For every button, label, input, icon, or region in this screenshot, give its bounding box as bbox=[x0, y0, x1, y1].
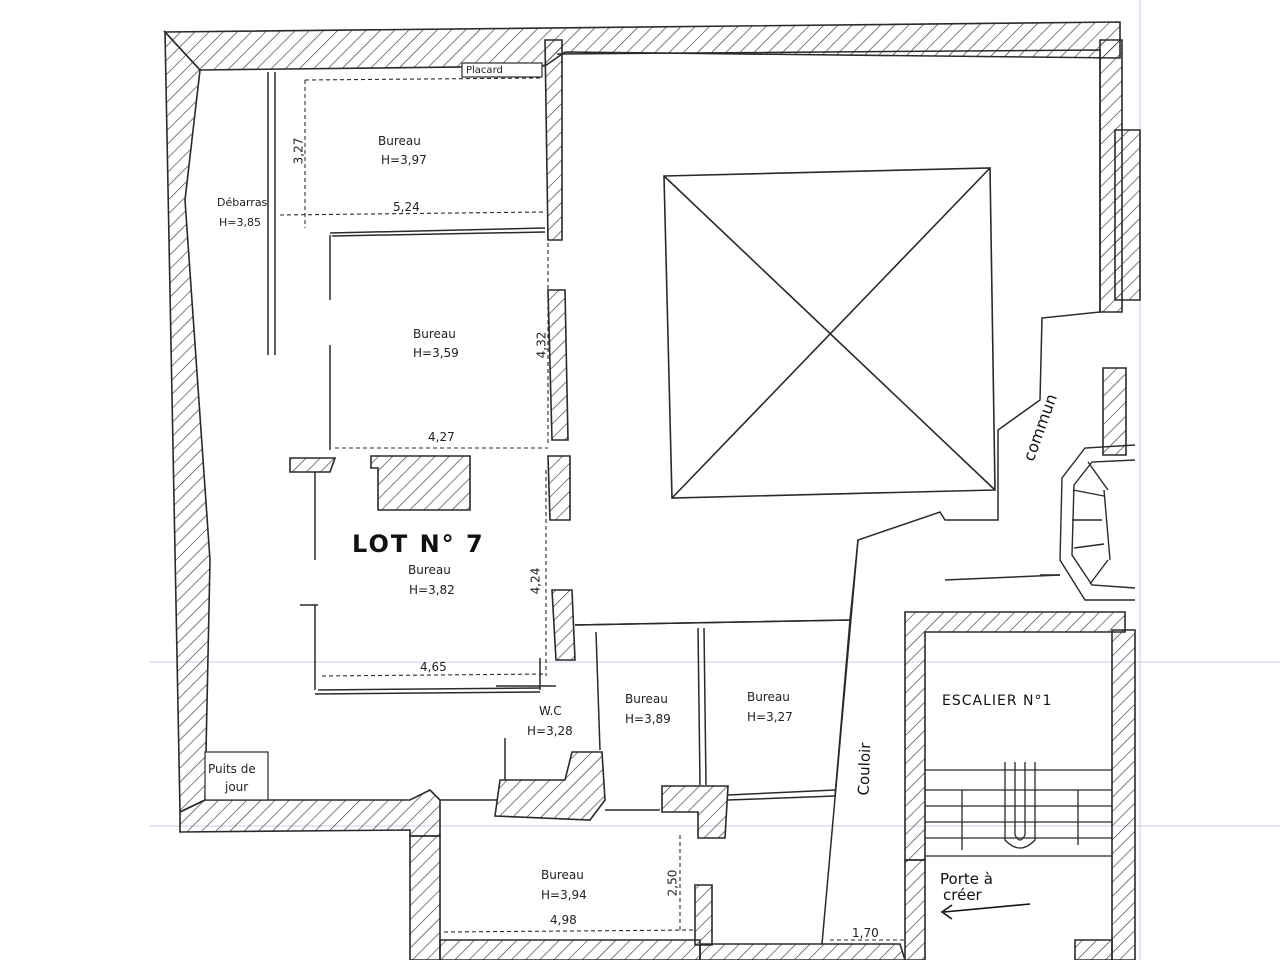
courtyard-outline bbox=[556, 49, 1101, 626]
wall-right-edge bbox=[1114, 129, 1141, 301]
wall-column-right-2 bbox=[547, 289, 569, 441]
dim-4-24: 4,24 bbox=[528, 567, 543, 595]
room-bureau-4-name: Bureau bbox=[625, 692, 668, 706]
dim-4-27: 4,27 bbox=[428, 430, 455, 444]
dim-4-65: 4,65 bbox=[420, 660, 447, 674]
wall-bottom-right bbox=[699, 943, 906, 960]
wall-escalier-right bbox=[1111, 629, 1136, 960]
wall-left bbox=[164, 29, 211, 814]
room-wc-name: W.C bbox=[539, 704, 562, 718]
room-bureau-2-height: H=3,59 bbox=[413, 346, 459, 360]
wall-escalier-left-low bbox=[904, 859, 926, 960]
room-wc-height: H=3,28 bbox=[527, 724, 573, 738]
porte-arrow bbox=[940, 903, 1031, 920]
wall-pillar-bottom bbox=[694, 884, 713, 946]
placard-label: Placard bbox=[466, 65, 503, 76]
room-bureau-1-name: Bureau bbox=[378, 134, 421, 148]
wall-column-right-4 bbox=[551, 589, 576, 661]
room-bureau-6-name: Bureau bbox=[541, 868, 584, 882]
room-debarras-name: Débarras bbox=[217, 196, 268, 209]
dim-1-70: 1,70 bbox=[852, 926, 879, 940]
puits-de-jour-box bbox=[204, 751, 269, 801]
wall-column-right bbox=[544, 39, 563, 241]
straight-staircase bbox=[925, 762, 1112, 857]
wall-top bbox=[163, 21, 1121, 71]
spiral-staircase bbox=[1059, 444, 1136, 601]
room-bureau-3-name: Bureau bbox=[408, 563, 451, 577]
room-bureau-1-height: H=3,97 bbox=[381, 153, 427, 167]
wall-chimney-2 bbox=[289, 457, 337, 473]
lot-title: LOT N° 7 bbox=[352, 530, 485, 558]
wall-wc-block bbox=[494, 751, 606, 821]
escalier-label: ESCALIER N°1 bbox=[942, 693, 1053, 709]
room-bureau-5-height: H=3,27 bbox=[747, 710, 793, 724]
puits-label-2: jour bbox=[225, 780, 249, 794]
room-bureau-2-name: Bureau bbox=[413, 327, 456, 341]
wall-escalier-bottom bbox=[1074, 939, 1113, 960]
room-bureau-6-height: H=3,94 bbox=[541, 888, 587, 902]
room-bureau-3-height: H=3,82 bbox=[409, 583, 455, 597]
couloir-label: Couloir bbox=[854, 742, 875, 796]
porte-label-2: créer bbox=[943, 886, 982, 904]
partitions bbox=[267, 49, 1101, 945]
walls bbox=[163, 21, 1141, 960]
dim-4-98: 4,98 bbox=[550, 913, 577, 927]
dimension-lines bbox=[279, 77, 905, 941]
wall-lower-left bbox=[409, 835, 441, 960]
wall-bottom-left bbox=[179, 789, 441, 837]
wall-chimney-1 bbox=[370, 455, 471, 511]
wall-bottom bbox=[439, 939, 701, 960]
room-bureau-4-height: H=3,89 bbox=[625, 712, 671, 726]
placard-box bbox=[461, 62, 543, 78]
room-debarras-height: H=3,85 bbox=[219, 216, 261, 229]
wall-column-right-3 bbox=[547, 455, 571, 521]
skylight-box bbox=[663, 167, 996, 499]
puits-label-1: Puits de bbox=[208, 762, 256, 776]
dim-2-50: 2,50 bbox=[665, 869, 680, 897]
wall-chimney-3 bbox=[661, 785, 729, 839]
dim-3-27: 3,27 bbox=[291, 137, 306, 165]
dim-4-32: 4,32 bbox=[534, 331, 549, 359]
wall-stair-tower bbox=[1102, 367, 1127, 456]
dim-5-24: 5,24 bbox=[393, 200, 420, 214]
room-bureau-5-name: Bureau bbox=[747, 690, 790, 704]
porte-label-1: Porte à bbox=[940, 870, 993, 888]
